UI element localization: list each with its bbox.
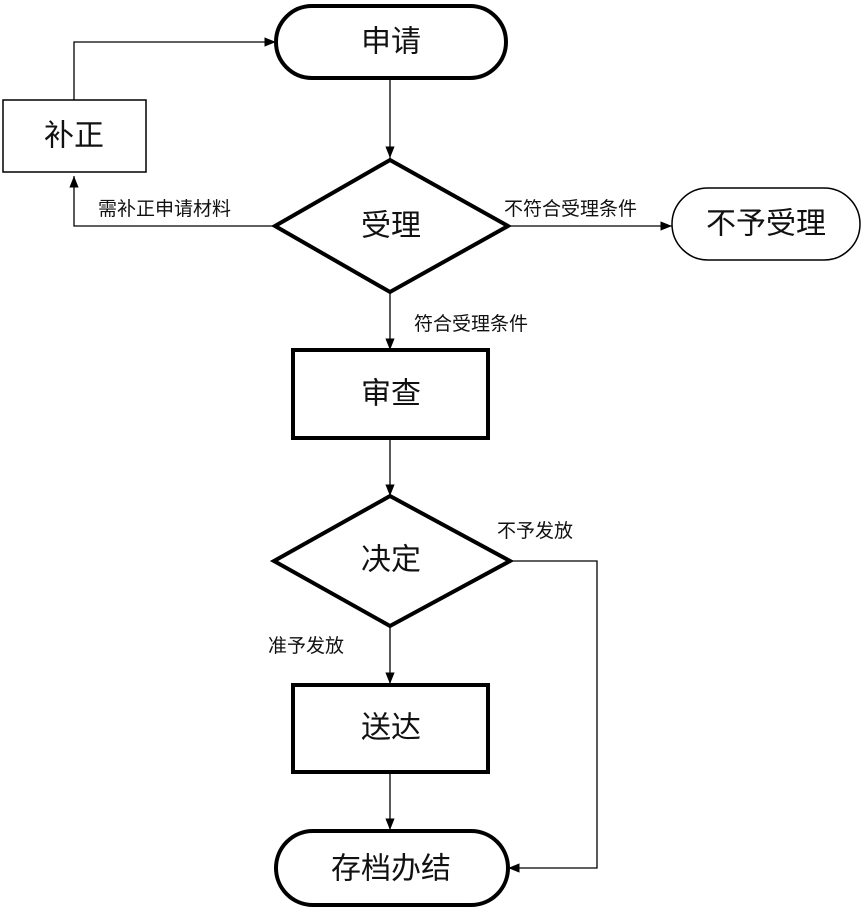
node-archive-label: 存档办结: [331, 852, 451, 887]
node-reject-label: 不予受理: [706, 207, 826, 242]
node-deliver: 送达: [291, 683, 490, 774]
edge-decide-to-archive: [508, 560, 598, 873]
node-decide-label: 决定: [361, 543, 421, 578]
edge-labels: 需补正申请材料 不符合受理条件 符合受理条件 不予发放 准予发放: [98, 198, 637, 657]
node-decide: 决定: [269, 493, 515, 629]
edge-label-qualified: 符合受理条件: [414, 313, 528, 335]
node-review-label: 审查: [361, 377, 421, 412]
edge-label-not-granted: 不予发放: [497, 520, 573, 542]
node-correct-label: 补正: [44, 119, 104, 154]
node-review: 审查: [291, 348, 490, 440]
edge-accept-to-correct: [69, 176, 275, 227]
connectors: [69, 37, 672, 873]
edge-label-not-qualified: 不符合受理条件: [504, 198, 637, 220]
node-apply-label: 申请: [361, 25, 421, 60]
node-deliver-label: 送达: [361, 711, 421, 746]
edge-correct-to-apply: [73, 37, 276, 100]
edge-label-granted: 准予发放: [268, 635, 344, 657]
node-accept-label: 受理: [361, 209, 421, 244]
node-archive: 存档办结: [274, 829, 510, 907]
node-accept: 受理: [270, 157, 513, 295]
node-reject: 不予受理: [671, 187, 861, 261]
edge-label-need-correction: 需补正申请材料: [98, 198, 231, 220]
node-correct: 补正: [2, 99, 147, 173]
node-apply: 申请: [274, 4, 508, 80]
